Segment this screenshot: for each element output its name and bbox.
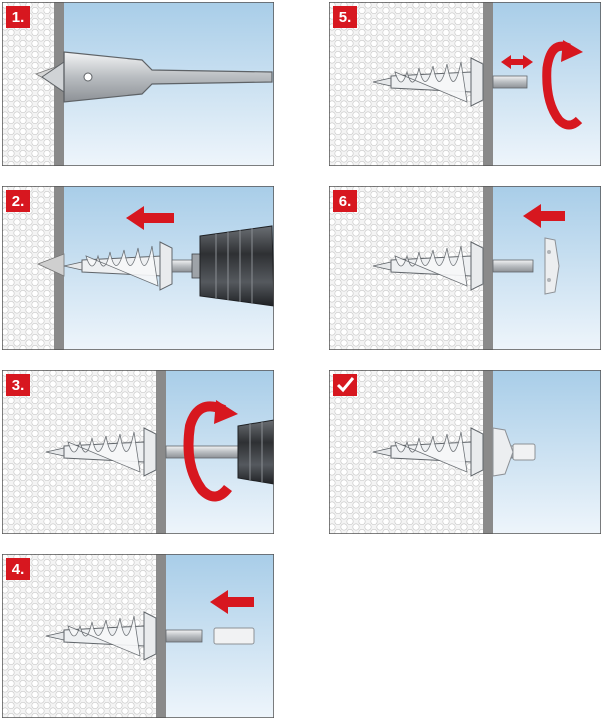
step-illustration-5: 5.: [329, 2, 601, 166]
insulation-anchor-icon: [63, 241, 195, 291]
push-arrow-icon: [126, 206, 174, 230]
wall-render: [483, 2, 493, 166]
drill-bit-icon: [41, 51, 273, 103]
step-badge: 2.: [6, 190, 30, 212]
power-drill-icon: [237, 419, 274, 485]
step-badge: 5.: [333, 6, 357, 28]
step-label: 6.: [339, 193, 352, 210]
step-panel-done: [329, 370, 601, 534]
step-badge: [333, 374, 357, 396]
washer-icon: [544, 237, 560, 295]
step-panel-2: 2.: [2, 186, 274, 350]
wall-render: [483, 370, 493, 534]
insulation-layer: [2, 2, 54, 166]
step-panel-4: 4.: [2, 554, 274, 718]
step-illustration-4: 4.: [2, 554, 274, 718]
step-panel-5: 5.: [329, 2, 601, 166]
step-panel-3: 3.: [2, 370, 274, 534]
insulation-anchor-icon: [45, 611, 203, 661]
step-badge: 1.: [6, 6, 30, 28]
cap-icon: [213, 627, 255, 645]
wall-render: [156, 554, 166, 718]
push-arrow-icon: [210, 590, 254, 614]
wall-render: [483, 186, 493, 350]
step-illustration-done: [329, 370, 601, 534]
rotate-arrow-icon: [183, 400, 238, 502]
push-arrow-icon: [523, 204, 565, 228]
step-illustration-1: 1.: [2, 2, 274, 166]
step-label: 2.: [12, 193, 25, 210]
step-illustration-3: 3.: [2, 370, 274, 534]
step-illustration-6: 6.: [329, 186, 601, 350]
washer-icon: [492, 427, 514, 477]
step-label: 3.: [12, 377, 25, 394]
step-badge: 4.: [6, 558, 30, 580]
step-label: 4.: [12, 561, 25, 578]
checkmark-icon: [336, 377, 355, 393]
insulation-anchor-icon: [372, 241, 534, 291]
double-arrow-icon: [501, 55, 533, 69]
insulation-anchor-icon: [372, 57, 528, 107]
step-badge: 6.: [333, 190, 357, 212]
step-illustration-2: 2.: [2, 186, 274, 350]
cap-icon: [512, 443, 536, 461]
power-drill-icon: [191, 225, 274, 307]
step-panel-1: 1.: [2, 2, 274, 166]
step-label: 1.: [12, 9, 25, 26]
step-label: 5.: [339, 9, 352, 26]
insulation-layer: [2, 186, 54, 350]
step-badge: 3.: [6, 374, 30, 396]
rotate-arrow-icon: [542, 40, 583, 130]
step-panel-6: 6.: [329, 186, 601, 350]
wall-render: [156, 370, 166, 534]
